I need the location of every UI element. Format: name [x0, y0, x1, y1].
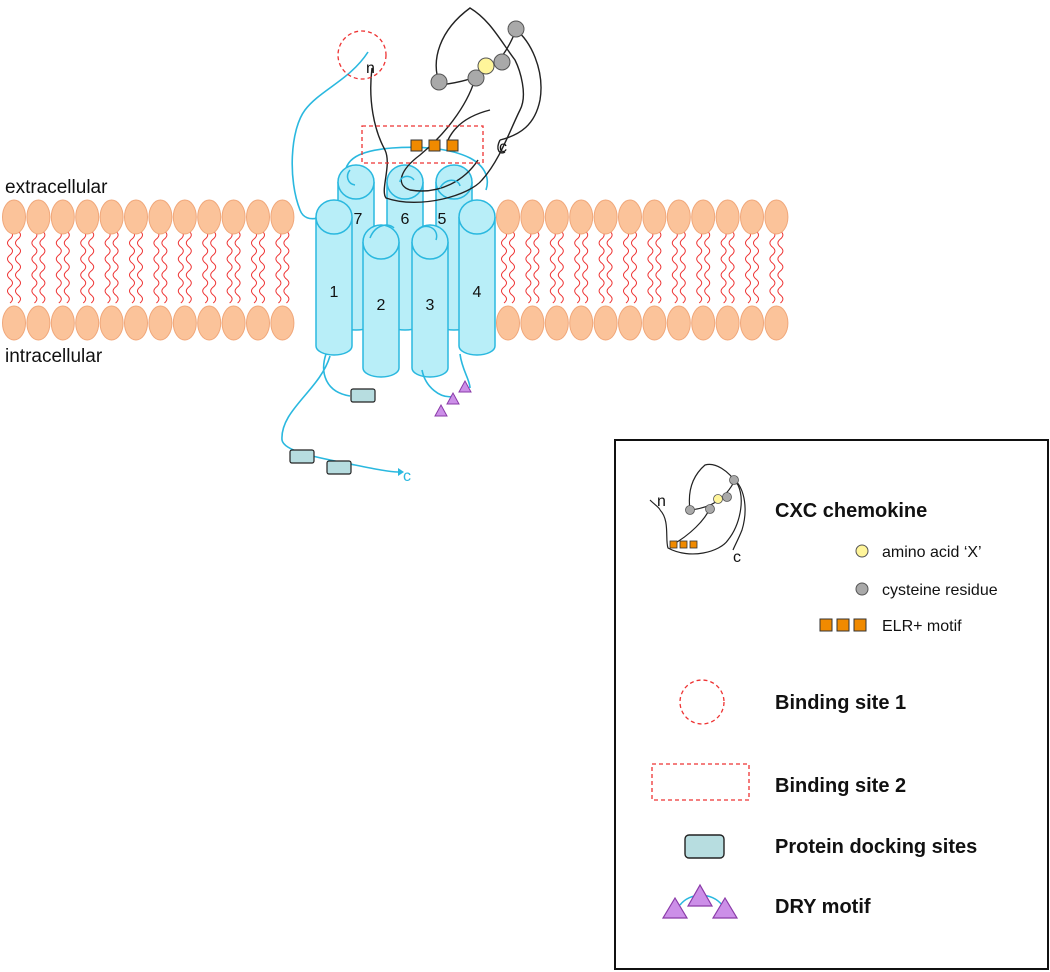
- legend-box: [614, 439, 1049, 970]
- protein-docking-sites: [289, 388, 376, 475]
- helix-4: [458, 199, 496, 356]
- legend-docking-label: Protein docking sites: [775, 836, 977, 858]
- lipid-molecule: [172, 199, 197, 341]
- lipid-molecule: [148, 199, 173, 341]
- lipid-molecule: [764, 199, 789, 341]
- receptor-helices-front: [315, 199, 496, 378]
- helix-1: [315, 199, 353, 356]
- cysteine-residue: [507, 20, 525, 38]
- lipid-molecule: [50, 199, 75, 341]
- lipid-molecule: [520, 199, 545, 341]
- legend-cysteine-label: cysteine residue: [882, 582, 998, 599]
- receptor-n-terminus: [291, 51, 369, 220]
- cysteine-residue: [493, 53, 511, 71]
- legend-binding-site-1-label: Binding site 1: [775, 692, 906, 714]
- helix-7-number: 7: [354, 211, 363, 228]
- legend-icon-n-label: n: [657, 493, 666, 510]
- legend-elr-swatch: [819, 618, 867, 632]
- receptor-c-terminus-label: c: [403, 468, 411, 485]
- lipid-molecule: [593, 199, 618, 341]
- lipid-molecule: [666, 199, 691, 341]
- lipid-molecule: [270, 199, 295, 341]
- dry-motif: [434, 379, 472, 417]
- legend-chemokine-title: CXC chemokine: [775, 500, 927, 522]
- legend-icon-c-label: c: [733, 549, 741, 566]
- lipid-molecule: [691, 199, 716, 341]
- chemokine-residues: [430, 20, 525, 91]
- lipid-molecule: [740, 199, 764, 341]
- intracellular-label: intracellular: [5, 346, 103, 367]
- legend-dry-swatch: [661, 883, 739, 919]
- helix-2-number: 2: [377, 297, 386, 314]
- lipid-molecule: [99, 199, 124, 341]
- lipid-molecule: [642, 199, 667, 341]
- lipid-molecule: [544, 199, 569, 341]
- amino-acid-x: [477, 57, 495, 75]
- lipid-molecule: [26, 199, 51, 341]
- extracellular-label: extracellular: [5, 177, 108, 198]
- lipid-molecule: [124, 199, 148, 341]
- elr-motif: [410, 139, 459, 152]
- binding-site-1: [337, 30, 387, 80]
- helix-3-number: 3: [426, 297, 435, 314]
- receptor-helices-back: [337, 164, 473, 331]
- lipid-molecule: [75, 199, 100, 341]
- legend-amino-acid-x-swatch: [855, 544, 869, 558]
- legend-binding-site-2-label: Binding site 2: [775, 775, 906, 797]
- helix-5-number: 5: [438, 211, 447, 228]
- lipid-molecule: [496, 199, 520, 341]
- lipid-bilayer: [2, 199, 789, 341]
- legend-binding-site-2-swatch: [651, 763, 750, 801]
- cysteine-residue: [467, 69, 485, 87]
- binding-site-2: [361, 125, 484, 164]
- helix-3: [411, 224, 449, 378]
- legend: n c CXC chemokine amino acid ‘X’ cystein…: [614, 439, 1049, 970]
- legend-docking-swatch: [684, 834, 725, 859]
- legend-amino-acid-x-label: amino acid ‘X’: [882, 544, 982, 561]
- lipid-molecule: [618, 199, 642, 341]
- lipid-molecule: [221, 199, 246, 341]
- lipid-molecule: [715, 199, 740, 341]
- lipid-molecule: [197, 199, 222, 341]
- legend-dry-label: DRY motif: [775, 896, 871, 918]
- helix-numbers: 1 2 3 4 5 6 7: [330, 211, 482, 314]
- helix-6-number: 6: [401, 211, 410, 228]
- chemokine-c-terminus-label: c: [499, 139, 507, 156]
- chemokine-n-terminus-label: n: [366, 60, 375, 77]
- legend-elr-label: ELR+ motif: [882, 618, 962, 635]
- legend-cysteine-swatch: [855, 582, 869, 596]
- lipid-molecule: [569, 199, 594, 341]
- cysteine-residue: [430, 73, 448, 91]
- lipid-molecule: [2, 199, 26, 341]
- lipid-molecule: [246, 199, 270, 341]
- helix-1-number: 1: [330, 284, 339, 301]
- helix-4-number: 4: [473, 284, 482, 301]
- legend-binding-site-1-swatch: [679, 679, 725, 725]
